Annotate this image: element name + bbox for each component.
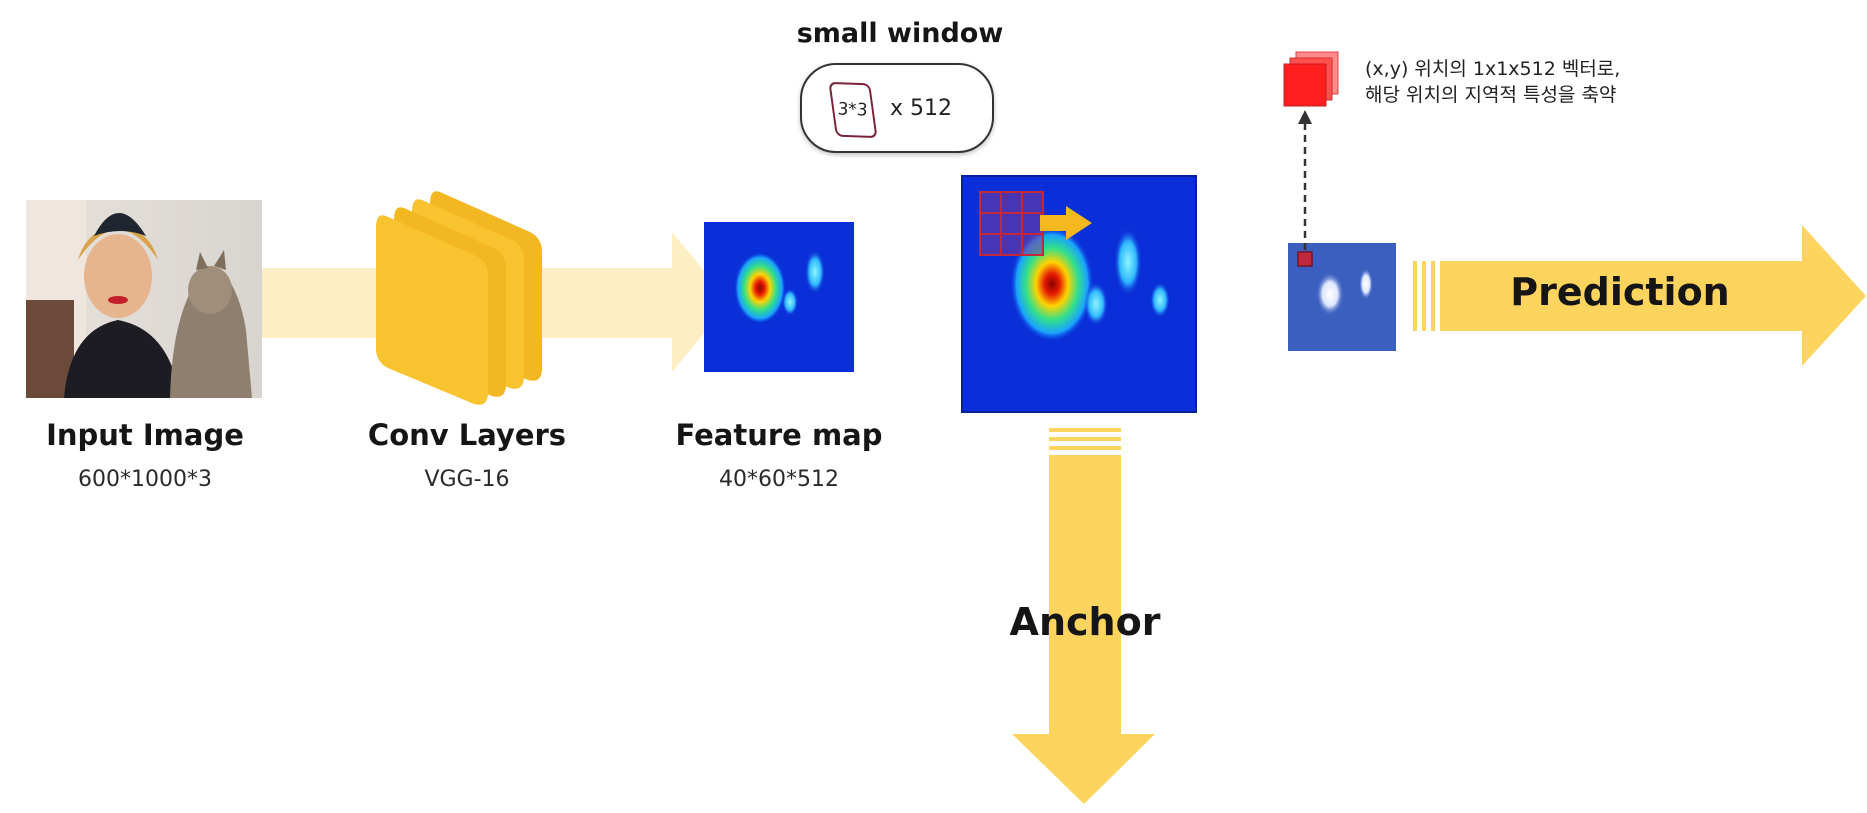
- vector-note-line1: (x,y) 위치의 1x1x512 벡터로,: [1365, 58, 1621, 80]
- kernel-size-label: 3*3: [828, 81, 878, 139]
- input-image-size: 600*1000*3: [78, 467, 212, 492]
- conv-layers-title: Conv Layers: [367, 418, 567, 452]
- kernel-count-label: x 512: [890, 96, 953, 121]
- input-image-photo: [26, 200, 262, 398]
- feature-map-heatmap: [704, 222, 854, 372]
- prediction-arrow: [1413, 225, 1866, 366]
- input-image-title: Input Image: [46, 418, 244, 452]
- prediction-label: Prediction: [1510, 270, 1730, 314]
- vector-extraction-link: [1298, 110, 1312, 250]
- feature-map-size: 40*60*512: [719, 467, 839, 492]
- conv-layers-stack: [376, 191, 542, 405]
- small-window-callout: [800, 63, 994, 153]
- anchor-label: Anchor: [1009, 600, 1161, 644]
- slide-direction-arrow: [1040, 206, 1092, 240]
- sliding-window-grid: [979, 191, 1044, 256]
- vector-1x1x512-icon: [1283, 51, 1339, 107]
- feature-map-title: Feature map: [675, 418, 883, 452]
- conv-layers-backbone: VGG-16: [424, 467, 510, 492]
- vector-note-line2: 해당 위치의 지역적 특성을 축약: [1365, 84, 1617, 106]
- encoded-feature-map: [1288, 243, 1396, 351]
- anchor-arrow: [1012, 428, 1155, 804]
- small-window-title: small window: [796, 18, 1004, 49]
